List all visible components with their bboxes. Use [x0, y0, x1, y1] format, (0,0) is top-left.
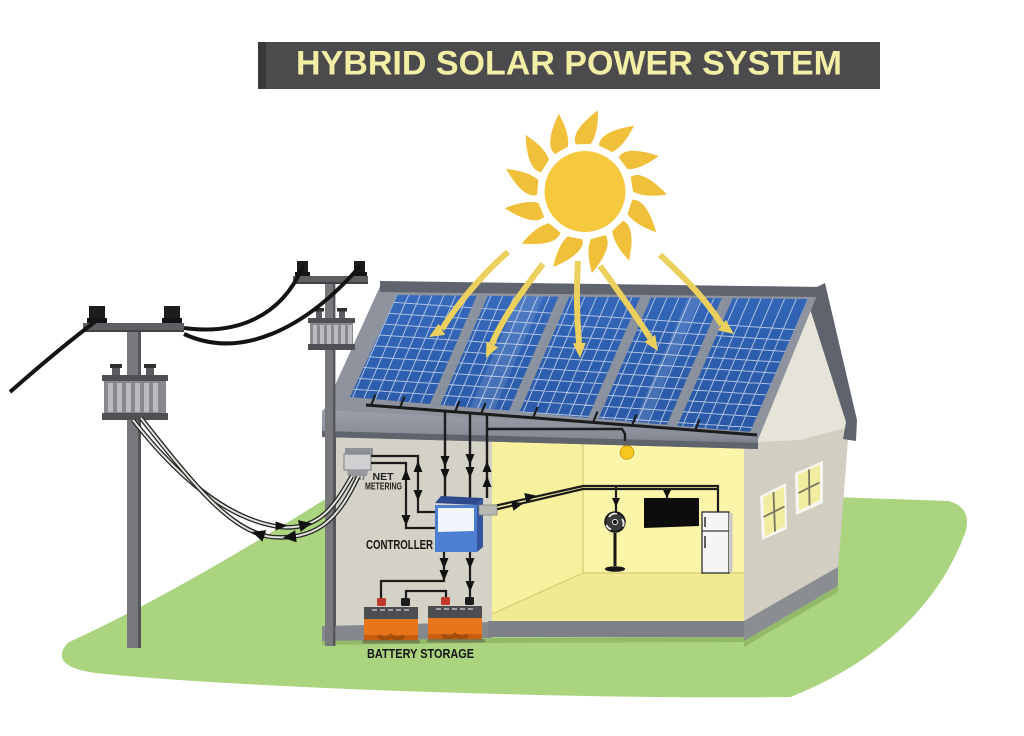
- svg-text:METERING: METERING: [365, 482, 402, 493]
- svg-text:BATTERY STORAGE: BATTERY STORAGE: [367, 646, 474, 661]
- svg-text:NET: NET: [373, 472, 394, 483]
- svg-text:HYBRID SOLAR POWER SYSTEM: HYBRID SOLAR POWER SYSTEM: [296, 45, 842, 83]
- svg-text:CONTROLLER: CONTROLLER: [366, 538, 433, 552]
